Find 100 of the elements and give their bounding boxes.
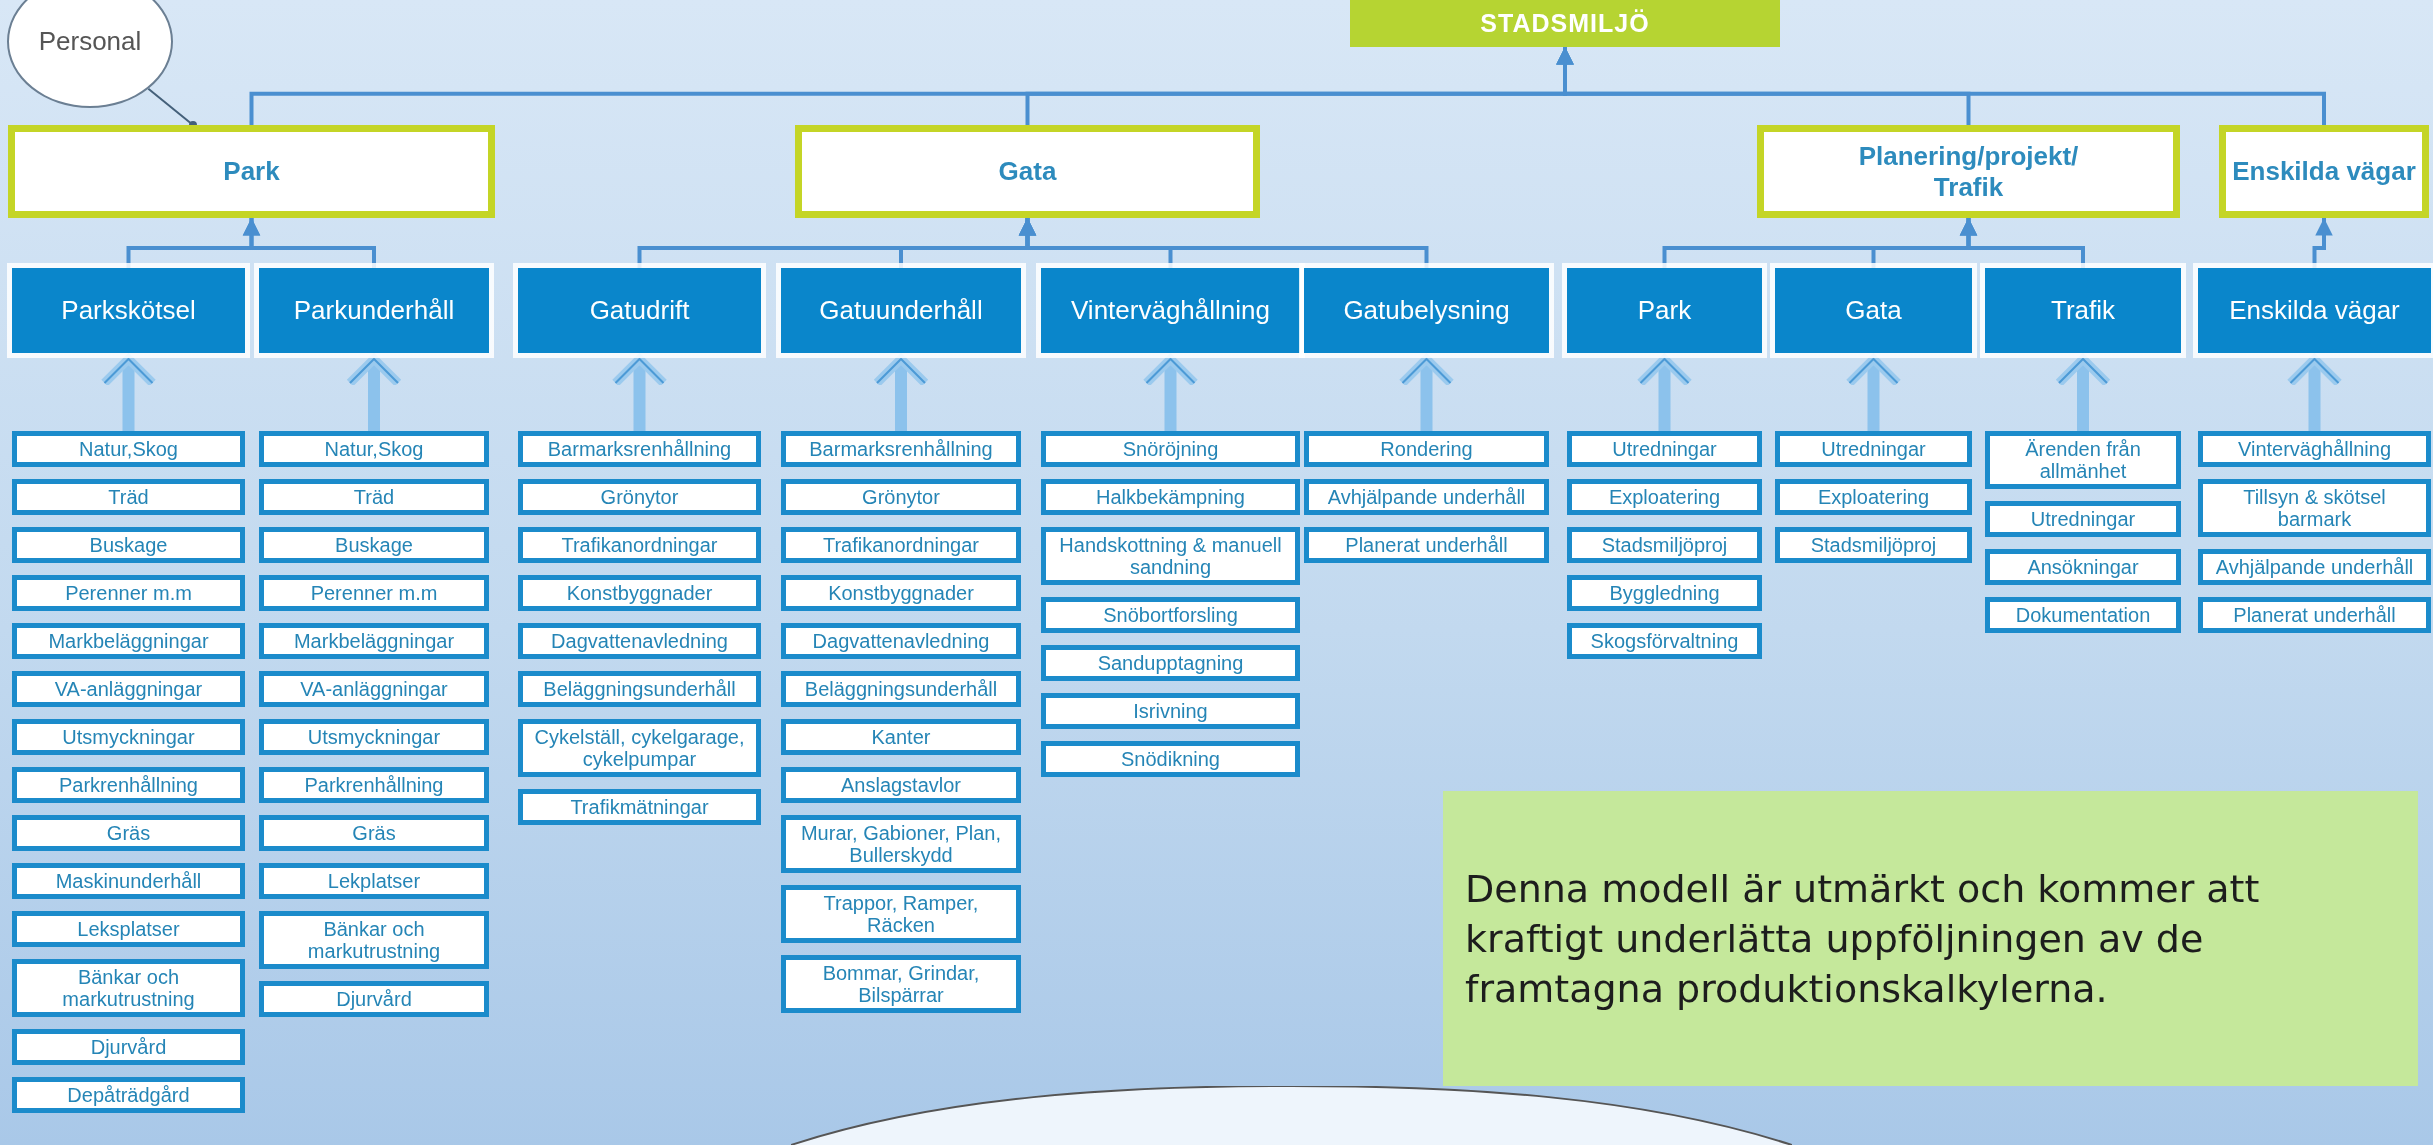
- box-label: Perenner m.m: [65, 582, 192, 604]
- task-box: [1304, 479, 1549, 515]
- box-label: Snöröjning: [1122, 438, 1219, 460]
- task-box: [1567, 575, 1762, 611]
- task-box: [259, 719, 489, 755]
- note-box: [1443, 791, 2418, 1086]
- box-label: Snöbortforsling: [1103, 604, 1238, 626]
- task-box: [518, 527, 761, 563]
- task-box: [1041, 431, 1300, 467]
- box-label: Markbeläggningar: [293, 630, 455, 652]
- box-label: Byggledning: [1609, 582, 1720, 604]
- task-box: [1985, 549, 2181, 585]
- box-label: Lekplatser: [327, 870, 421, 892]
- task-box: [1775, 431, 1972, 467]
- box-label: STADSMILJÖ: [1480, 9, 1650, 38]
- task-box: [781, 885, 1021, 943]
- box-label: Parkunderhåll: [293, 295, 455, 326]
- task-box: [518, 575, 761, 611]
- box-label: Exploatering: [1817, 486, 1930, 508]
- box-label: Träd: [353, 486, 395, 508]
- box-label: Beläggningsunderhåll: [804, 678, 998, 700]
- box-label: Trafik: [2050, 295, 2115, 326]
- task-box: [259, 981, 489, 1017]
- task-box: [1567, 623, 1762, 659]
- task-box: [259, 671, 489, 707]
- box-label: Grönytor: [600, 486, 679, 508]
- box-label: Trafikanordningar: [823, 534, 979, 556]
- task-box: [1041, 645, 1300, 681]
- task-box: [781, 671, 1021, 707]
- box-label: Dagvattenavledning: [812, 630, 990, 652]
- department-box: [2219, 125, 2429, 218]
- box-label: Depåträdgård: [67, 1084, 190, 1106]
- box-label: Planerat underhåll: [2233, 604, 2396, 626]
- task-box: [518, 431, 761, 467]
- task-box: [12, 671, 245, 707]
- task-box: [259, 479, 489, 515]
- box-label: Träd: [108, 486, 149, 508]
- task-box: [1567, 527, 1762, 563]
- box-label: Gräs: [106, 822, 151, 844]
- box-label: Halkbekämpning: [1096, 486, 1245, 508]
- box-label: Tillsyn & skötsel barmark: [2242, 486, 2387, 530]
- task-box: [1304, 527, 1549, 563]
- box-label: Parkskötsel: [61, 295, 196, 326]
- box-label: Cykelställ, cykelgarage, cykelpumpar: [533, 726, 746, 770]
- task-box: [12, 575, 245, 611]
- task-box: [518, 479, 761, 515]
- box-label: Djurvård: [336, 988, 412, 1010]
- task-box: [12, 623, 245, 659]
- task-box: [1985, 431, 2181, 489]
- box-label: Exploatering: [1608, 486, 1721, 508]
- task-box: [518, 671, 761, 707]
- box-label: Djurvård: [90, 1036, 167, 1058]
- box-label: Buskage: [89, 534, 168, 556]
- box-label: Stadsmiljöproj: [1810, 534, 1937, 556]
- box-label: Personal: [38, 26, 142, 57]
- task-box: [1985, 597, 2181, 633]
- box-label: Bommar, Grindar, Bilspärrar: [821, 962, 981, 1006]
- task-box: [1041, 693, 1300, 729]
- box-label: Vinterväghållning: [2237, 438, 2392, 460]
- task-box: [12, 431, 245, 467]
- box-label: Leksplatser: [77, 918, 180, 940]
- task-box: [1775, 479, 1972, 515]
- task-box: [259, 431, 489, 467]
- box-label: Maskinunderhåll: [55, 870, 202, 892]
- box-label: Konstbyggnader: [828, 582, 974, 604]
- box-label: Vinterväghållning: [1071, 295, 1270, 326]
- task-box: [518, 623, 761, 659]
- task-box: [12, 719, 245, 755]
- box-label: Grönytor: [862, 486, 940, 508]
- box-label: Ansökningar: [2027, 556, 2139, 578]
- box-label: Konstbyggnader: [566, 582, 713, 604]
- box-label: Snödikning: [1121, 748, 1220, 770]
- task-box: [259, 527, 489, 563]
- task-box: [781, 623, 1021, 659]
- box-label: Buskage: [335, 534, 413, 556]
- note-text: Denna modell är utmärkt och kommer att kraftigt underlätta uppföljningen av de framtagna produktionskalkylerna.: [1465, 865, 2261, 1013]
- box-label: Gata: [1845, 295, 1902, 326]
- box-label: Bänkar och markutrustning: [306, 918, 442, 962]
- department-box: [795, 125, 1260, 218]
- box-label: Skogsförvaltning: [1590, 630, 1739, 652]
- task-box: [781, 527, 1021, 563]
- task-box: [1567, 431, 1762, 467]
- box-label: Ärenden från allmänhet: [2024, 438, 2142, 482]
- box-label: Anslagstavlor: [840, 774, 962, 796]
- task-box: [12, 1029, 245, 1065]
- task-box: [259, 911, 489, 969]
- department-box: [8, 125, 495, 218]
- task-box: [2198, 479, 2431, 537]
- task-box: [259, 575, 489, 611]
- task-box: [2198, 597, 2431, 633]
- task-box: [1304, 431, 1549, 467]
- box-label: Park: [223, 156, 280, 187]
- box-label: VA-anläggningar: [300, 678, 448, 700]
- box-label: Utsmyckningar: [62, 726, 195, 748]
- box-label: Park: [1637, 295, 1692, 326]
- box-label: Parkrenhållning: [304, 774, 444, 796]
- department-box: [1757, 125, 2180, 218]
- box-label: Avhjälpande underhåll: [1327, 486, 1526, 508]
- box-label: Beläggningsunderhåll: [543, 678, 736, 700]
- box-label: Gatudrift: [589, 295, 690, 326]
